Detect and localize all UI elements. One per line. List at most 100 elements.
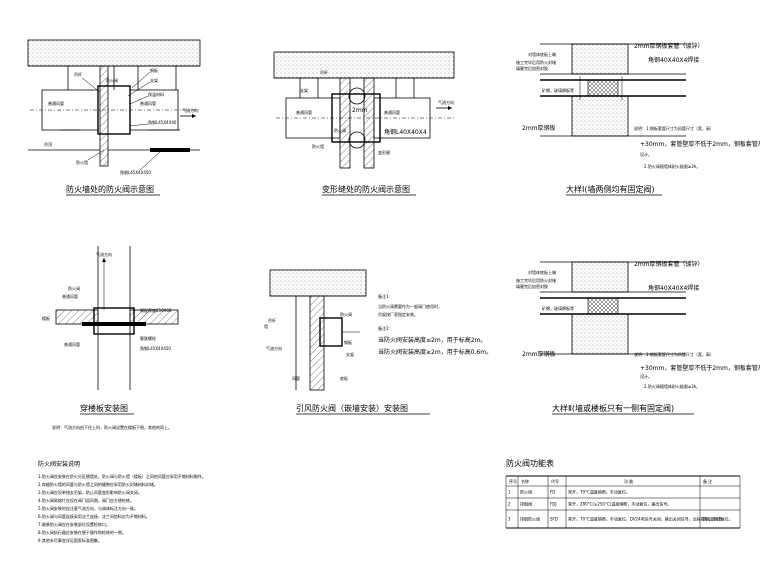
firewall bbox=[99, 65, 109, 167]
diagram-joint-damper: 吊杆 支架 普通风管 普通风管 气流方向 2mm 防火阀 角钢L40X40X4 … bbox=[273, 51, 455, 196]
note-d3-title: 说明：1.钢板套管尺寸为风管尺寸（宽，高） bbox=[634, 125, 714, 131]
label-duct: 风管 bbox=[292, 375, 300, 381]
label-angle: 角钢L40X40X4 bbox=[384, 128, 427, 136]
install-note-line: 3.防火阀应设单独支吊架，防止风管变形影响防火阀关闭。 bbox=[38, 489, 142, 495]
label-steel-plate: 钢板 bbox=[150, 67, 158, 73]
title-d3: 大样Ⅰ(墙两侧均有固定阀) bbox=[566, 184, 655, 194]
table-cell: SFD bbox=[550, 517, 558, 522]
label-damper: 防火阀 bbox=[334, 127, 346, 133]
label-a2: 填塞完后加密封胶 bbox=[516, 283, 548, 289]
table-cell: 3 bbox=[508, 517, 511, 522]
table-title: 防火阀功能表 bbox=[506, 458, 554, 468]
table-cell: 防火阀 bbox=[520, 489, 532, 495]
label-damper: 防火阀 bbox=[340, 311, 352, 317]
label-a1: 施工完毕后用防火封堵 bbox=[516, 59, 556, 65]
floor-slab bbox=[55, 309, 99, 325]
note-d3-3: 2.防火阀随墙体耐火极限≥3h。 bbox=[644, 163, 700, 169]
label-flow: 气流方向 bbox=[438, 99, 454, 105]
title-d4: 穿楼板安装图 bbox=[80, 403, 128, 413]
table-cell: 名称 bbox=[521, 478, 529, 484]
label-wall: 墙 bbox=[264, 323, 268, 329]
label-support: 支架 bbox=[346, 351, 354, 357]
title-d6: 大样Ⅱ(墙或楼板只有一侧有固定阀) bbox=[552, 403, 674, 413]
firewall-left bbox=[339, 77, 351, 169]
install-note-line: 7.暗装防火阀应在安装部位设置检修口。 bbox=[38, 521, 110, 527]
note-d5-2: 吊架按厂家指定安装。 bbox=[378, 311, 418, 317]
ceiling-slab bbox=[27, 39, 201, 67]
table-cell: 带风量调节 bbox=[702, 516, 722, 522]
label-angle: 角钢L45X4X450 bbox=[140, 345, 171, 351]
install-note-line: 9.其他未尽事宜详见国家标准图集。 bbox=[38, 537, 102, 543]
ceiling-slab bbox=[273, 51, 455, 79]
wall bbox=[309, 295, 325, 391]
table-cell: 功 能 bbox=[624, 478, 633, 484]
note-d3-2: 设计。 bbox=[640, 151, 652, 157]
label-duct-right: 普通风管 bbox=[140, 100, 156, 106]
label-duct-left: 普通风管 bbox=[48, 100, 64, 106]
label-a2: 填塞完后加密封胶 bbox=[516, 65, 548, 71]
label-duct2: 普通风管 bbox=[64, 341, 80, 347]
label-a1: 施工完毕后用防火封堵 bbox=[516, 277, 556, 283]
note-d5-h1: 备注1: bbox=[378, 293, 390, 299]
label-angle: 角钢40X40X4焊接 bbox=[648, 56, 699, 64]
install-notes: 防火阀安装说明 1.防火阀应安装在防火分区隔墙处，防火阀与防火墙（楼板）之间的风… bbox=[38, 460, 206, 543]
label-hanger: 吊杆 bbox=[74, 71, 82, 77]
note-d3-1: +30mm，套管壁厚不低于2mm，钢板套管尺寸根据 bbox=[640, 140, 760, 148]
note-d4: 说明：气流方向由下往上时，防火阀设置在楼板下侧，其他的同上。 bbox=[52, 424, 172, 430]
label-hanger: 吊杆 bbox=[320, 69, 328, 75]
label-support: 支架 bbox=[150, 77, 158, 83]
label-wall-l: 防火墙 bbox=[312, 143, 324, 149]
label-wall-angle: 角钢L45X4X450 bbox=[120, 169, 151, 175]
label-wall: 对墙体底板上端 bbox=[528, 51, 556, 57]
table-cell: 常开，70°C温度熔断，手动复位。 bbox=[568, 489, 630, 495]
label-steel: 2mm厚钢板套管（镀锌） bbox=[634, 260, 704, 268]
label-steel: 2mm厚钢板套管（镀锌） bbox=[634, 42, 704, 50]
label-damper: 防火阀 bbox=[68, 285, 80, 291]
table-cell: 排烟防火阀 bbox=[520, 516, 540, 522]
label-wall: 对墙体底板上端 bbox=[528, 269, 556, 275]
label-joint: 变形缝 bbox=[378, 149, 390, 155]
install-note-line: 8.防火阀执行器应安装在便于操作和检修的一侧。 bbox=[38, 529, 126, 535]
label-insulation: 保温材料 bbox=[148, 91, 164, 97]
note-d5-h2: 备注2: bbox=[378, 325, 390, 331]
diagram-wall-embedded: 吊杆 墙 防火阀 气流方向 钢板 支架 风管 底板 备注1: 当防火阀需要作为一… bbox=[264, 269, 492, 415]
label-damper: 防火阀 bbox=[106, 77, 118, 83]
install-note-line: 2.穿越防火墙的风管与防火墙之间的缝隙应采用防火封堵材料封堵。 bbox=[38, 481, 158, 487]
install-note-line: 1.防火阀应安装在防火分区隔墙处，防火阀与防火墙（楼板）之间的风管应采用不燃材料… bbox=[38, 473, 206, 479]
title-d5: 引风防火阀（嵌墙安装）安装图 bbox=[296, 403, 408, 413]
label-floor: 吊顶 bbox=[44, 142, 52, 147]
diagram-detail-2: 对墙体底板上端 施工完毕后用防火封堵 填塞完后加密封胶 2mm厚钢板套管（镀锌）… bbox=[516, 260, 760, 415]
label-gap: 2mm bbox=[352, 107, 368, 114]
diagram-detail-1: 对墙体底板上端 施工完毕后用防火封堵 填塞完后加密封胶 2mm厚钢板套管（镀锌）… bbox=[516, 42, 760, 196]
label-plate: 钢板厚度250X60 bbox=[140, 307, 172, 313]
table-cell: 2 bbox=[508, 502, 511, 507]
label-duct-left: 普通风管 bbox=[296, 109, 312, 115]
label-rock: 矿棉，玻璃棉板等 bbox=[542, 87, 574, 93]
label-bottom: 底板 bbox=[340, 375, 348, 381]
table-cell: 备 注 bbox=[703, 478, 712, 484]
label-duct-right: 普通风管 bbox=[384, 109, 400, 115]
title-d2: 变形缝处的防火阀示意图 bbox=[322, 184, 410, 194]
label-angle: 角钢L45X4X40 bbox=[148, 119, 177, 125]
damper-body bbox=[93, 307, 135, 335]
label-rock: 矿棉，玻璃棉板等 bbox=[542, 305, 574, 311]
table-cell: 排烟阀 bbox=[520, 501, 532, 507]
firewall-right bbox=[363, 77, 375, 169]
label-plate: 2mm厚钢板 bbox=[522, 124, 556, 132]
label-flow: 气流方向 bbox=[182, 107, 198, 113]
label-firewall: 防火墙 bbox=[76, 159, 88, 165]
label-hanger: 吊杆 bbox=[268, 317, 276, 323]
label-bolt: 膨胀螺栓 bbox=[140, 335, 156, 341]
label-steel: 钢板 bbox=[344, 339, 352, 345]
label-angle: 角钢40X40X4焊接 bbox=[648, 284, 699, 292]
label-flow: 气流方向 bbox=[96, 251, 112, 257]
rock-wool-fill bbox=[587, 79, 619, 97]
label-support: 支架 bbox=[300, 87, 308, 93]
table-cell: FDJ bbox=[550, 502, 557, 507]
table-cell: 常开，280°C(≥250°C)温度熔断，手动复位，输出信号。 bbox=[568, 501, 671, 507]
title-d1: 防火墙处的防火阀示意图 bbox=[66, 184, 154, 194]
install-notes-title: 防火阀安装说明 bbox=[38, 460, 80, 468]
table-cell: 1 bbox=[508, 490, 511, 495]
table-cell: FD bbox=[550, 490, 555, 495]
